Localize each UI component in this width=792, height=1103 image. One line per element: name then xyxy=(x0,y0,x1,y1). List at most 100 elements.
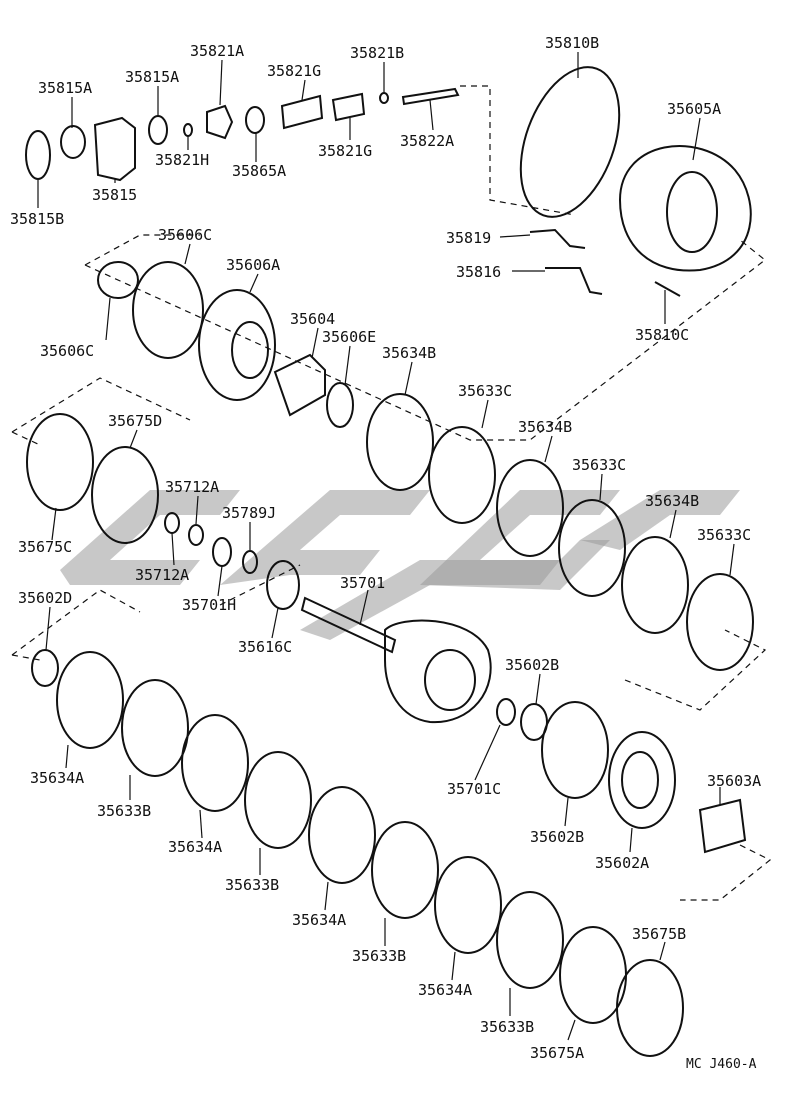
o-ring-35606c-small-shape xyxy=(97,261,139,299)
label-35810c: 35810C xyxy=(635,326,689,344)
shaft-35701-shape xyxy=(300,596,397,654)
label-35634a-4: 35634A xyxy=(418,981,472,999)
watermark-logo xyxy=(60,490,740,640)
label-35634a-2: 35634A xyxy=(168,838,222,856)
clutch-pack-b xyxy=(31,649,684,1057)
label-35605a: 35605A xyxy=(667,100,721,118)
lever-35816-shape xyxy=(545,267,603,295)
bearing-35701h-shape xyxy=(212,537,232,567)
ring-35616c-shape xyxy=(266,560,300,610)
label-35701: 35701 xyxy=(340,574,385,592)
label-35712a-1: 35712A xyxy=(165,478,219,496)
label-35701c: 35701C xyxy=(447,780,501,798)
plate-35675d-shape xyxy=(91,446,159,544)
label-35865a: 35865A xyxy=(232,162,286,180)
brake-band-35810b-shape xyxy=(519,66,621,218)
plate-35634b-2-shape xyxy=(496,459,564,557)
label-35633b-4: 35633B xyxy=(480,1018,534,1036)
disc-35633c-2-shape xyxy=(558,499,626,597)
label-35821a: 35821A xyxy=(190,42,244,60)
label-35701h: 35701H xyxy=(182,596,236,614)
label-35606c-bottom: 35606C xyxy=(40,342,94,360)
o-ring-35815a-shape xyxy=(60,125,86,159)
washer-35821b-shape xyxy=(379,92,389,104)
plate-35634a-2-shape xyxy=(181,714,249,812)
clutch-pack-c xyxy=(366,393,754,671)
label-35606c-top: 35606C xyxy=(158,226,212,244)
piston-35821a-shape xyxy=(206,104,234,140)
disc-35633b-1-shape xyxy=(121,679,189,777)
label-35789j: 35789J xyxy=(222,504,276,522)
label-35675a: 35675A xyxy=(530,1044,584,1062)
label-35606a: 35606A xyxy=(226,256,280,274)
label-35634b-3: 35634B xyxy=(645,492,699,510)
snap-ring-35815b-shape xyxy=(25,130,51,180)
label-35822a: 35822A xyxy=(400,132,454,150)
piston-hub-shape xyxy=(231,321,269,379)
spring-35603a-shape xyxy=(698,798,747,854)
drum-35605a-shape xyxy=(618,145,752,272)
label-35634a-3: 35634A xyxy=(292,911,346,929)
strut-35810c-shape xyxy=(654,281,681,297)
label-35633b-2: 35633B xyxy=(225,876,279,894)
part-labels: 35815A 35815A 35821A 35821B 35810B 35821… xyxy=(10,34,761,1072)
input-shaft-group xyxy=(300,596,492,724)
o-ring-35602b-small-shape xyxy=(520,703,548,741)
o-ring-35815a-2-shape xyxy=(148,115,168,145)
label-35602b-1: 35602B xyxy=(505,656,559,674)
leader-lines xyxy=(37,52,735,1041)
label-35602b-2: 35602B xyxy=(530,828,584,846)
label-35634a-1: 35634A xyxy=(30,769,84,787)
plate-35675b-shape xyxy=(616,959,684,1057)
bottom-right-parts xyxy=(496,698,747,854)
label-35815b: 35815B xyxy=(10,210,64,228)
race-35712a-1-shape xyxy=(164,512,180,534)
o-ring-35602b-large-shape xyxy=(541,701,609,799)
label-35633c-1: 35633C xyxy=(458,382,512,400)
band-and-drum xyxy=(519,66,752,297)
label-35616c: 35616C xyxy=(238,638,292,656)
piston-group xyxy=(97,261,354,428)
label-35810b: 35810B xyxy=(545,34,599,52)
disc-35633c-3-shape xyxy=(686,573,754,671)
plate-35634b-3-shape xyxy=(621,536,689,634)
piston-35602a-hub-shape xyxy=(621,751,659,809)
label-35633c-3: 35633C xyxy=(697,526,751,544)
ring-35821h-shape xyxy=(183,123,193,137)
label-35675c: 35675C xyxy=(18,538,72,556)
label-35602a: 35602A xyxy=(595,854,649,872)
label-35634b-1: 35634B xyxy=(382,344,436,362)
plate-35634a-1-shape xyxy=(56,651,124,749)
clutch-hub-shape xyxy=(384,619,492,724)
label-35604: 35604 xyxy=(290,310,335,328)
drum-hub-shape xyxy=(666,171,718,253)
label-35603a: 35603A xyxy=(707,772,761,790)
ring-35865a-shape xyxy=(245,106,265,134)
label-35821g-2: 35821G xyxy=(318,142,372,160)
plate-35634a-3-shape xyxy=(308,786,376,884)
top-row-parts xyxy=(25,87,460,182)
piston-35606a-shape xyxy=(198,289,276,401)
label-35821h: 35821H xyxy=(155,151,209,169)
plug-35815-shape xyxy=(93,116,136,182)
label-35815: 35815 xyxy=(92,186,137,204)
label-35606e: 35606E xyxy=(322,328,376,346)
spring-35821g-1-shape xyxy=(280,94,324,130)
label-35815a-1: 35815A xyxy=(38,79,92,97)
label-35815a-2: 35815A xyxy=(125,68,179,86)
ring-35602d-shape xyxy=(31,649,59,687)
label-35633c-2: 35633C xyxy=(572,456,626,474)
washer-35789j-shape xyxy=(242,550,258,574)
piston-35602a-shape xyxy=(608,731,676,829)
pin-35819-shape xyxy=(529,228,586,249)
label-35819: 35819 xyxy=(446,229,491,247)
label-35633b-1: 35633B xyxy=(97,802,151,820)
spring-35821g-2-shape xyxy=(331,92,366,122)
label-35816: 35816 xyxy=(456,263,501,281)
return-spring-35604-shape xyxy=(273,353,326,417)
plate-35675c-shape xyxy=(26,413,94,511)
label-35712a-2: 35712A xyxy=(135,566,189,584)
label-35633b-3: 35633B xyxy=(352,947,406,965)
